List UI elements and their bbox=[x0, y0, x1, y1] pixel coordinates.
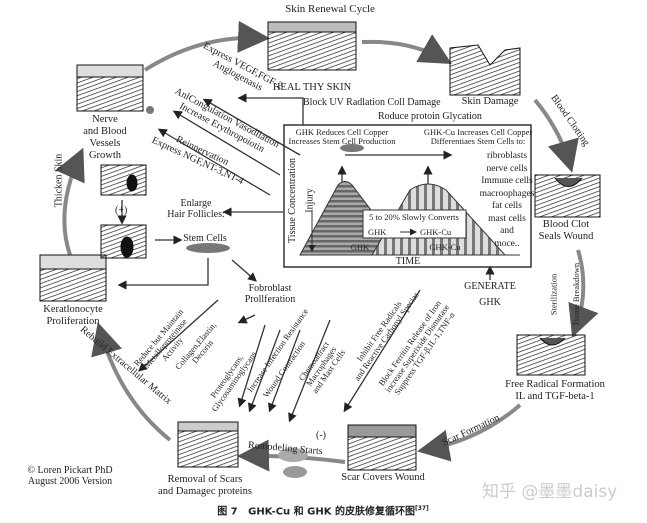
skin-image-healthy bbox=[267, 21, 357, 71]
skin-image-damage bbox=[449, 44, 521, 96]
skin-image-nerve bbox=[76, 64, 144, 112]
convert-from: GHK bbox=[368, 227, 387, 237]
skin-image-follicle-small bbox=[100, 164, 147, 196]
skin-image-follicle-large bbox=[100, 224, 147, 259]
label-minus: (-) bbox=[316, 430, 326, 441]
label-generate: GENERATE bbox=[464, 281, 516, 292]
skin-image-keratinocyte bbox=[39, 254, 107, 302]
skin-image-removal bbox=[177, 421, 239, 468]
watermark: 知乎 @墨墨daisy bbox=[482, 482, 618, 502]
peak-ghk-cu-label: GHK-Cu bbox=[429, 242, 461, 252]
label-thicken-skin: Thicken Skin bbox=[53, 153, 65, 208]
diagram-title: Skin Renewal Cycle bbox=[285, 3, 375, 15]
convert-note: 5 to 20% Slowly Converts bbox=[369, 212, 459, 222]
effect-stem-cells: Stem Cells bbox=[183, 233, 227, 244]
label-sterilization: Sterilization bbox=[548, 273, 559, 316]
injury-label: Injury bbox=[304, 188, 316, 213]
cycle-arrow bbox=[143, 20, 270, 72]
label-scar-covers: Scar Covers Wound bbox=[341, 472, 425, 483]
skin-image-clot bbox=[534, 174, 601, 218]
y-axis-label: Tissue Concentration bbox=[286, 158, 298, 243]
label-tissue-breakdown: Tissue Breakdown bbox=[571, 262, 582, 327]
label-plus: (+) bbox=[115, 205, 128, 216]
label-healthy-skin: HEAL THY SKIN bbox=[272, 82, 352, 93]
concentration-box bbox=[283, 124, 532, 268]
label-skin-damage: Skin Damage bbox=[461, 96, 519, 107]
skin-image-free-radical bbox=[516, 334, 586, 376]
effect-block-uv: Block UV Radlation Coll Damage bbox=[303, 97, 441, 108]
cycle-arrow bbox=[361, 34, 452, 64]
x-axis-label: TIME bbox=[395, 256, 421, 267]
skin-image-scar bbox=[347, 424, 417, 471]
convert-to: GHK-Cu bbox=[420, 227, 452, 237]
figure-caption: 图 7 GHK-Cu 和 GHK 的皮肤修复循环图[37] bbox=[217, 505, 429, 518]
label-ghk: GHK bbox=[479, 297, 501, 308]
peak-ghk-label: GHK bbox=[350, 242, 370, 252]
effect-glycation: Roduce protoin Glycation bbox=[378, 111, 482, 122]
